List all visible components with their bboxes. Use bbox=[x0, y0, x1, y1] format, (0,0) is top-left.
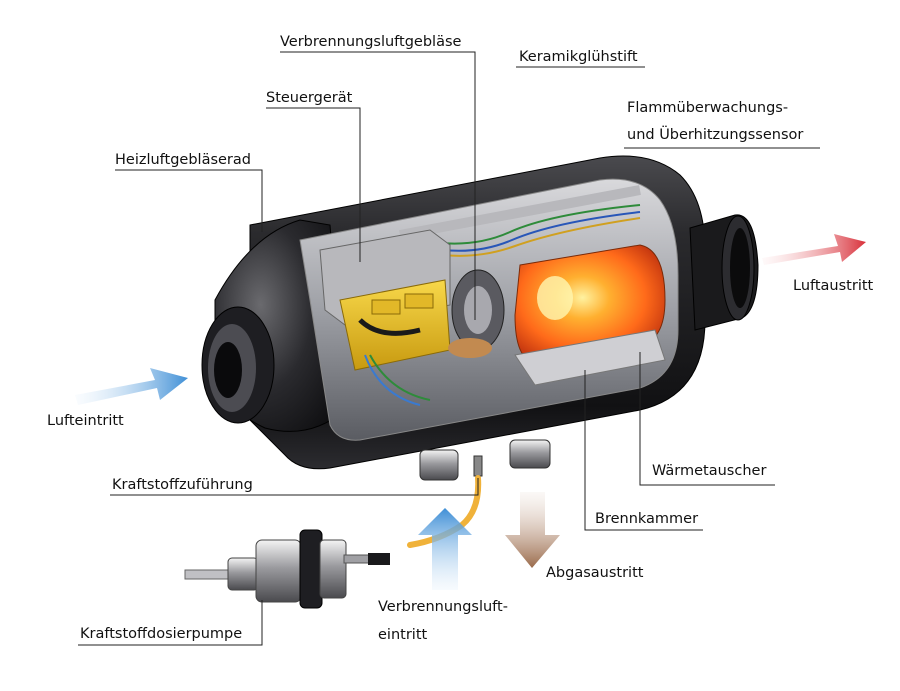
leader-kraftstoffzufuehrung bbox=[110, 478, 479, 496]
combustion-air-inlet-arrow bbox=[418, 508, 472, 590]
label-luftaustritt: Luftaustritt bbox=[793, 278, 874, 294]
leader-brennkammer bbox=[584, 370, 703, 531]
label-verbrennungsluftgeblaese: Verbrennungsluftgebläse bbox=[280, 34, 462, 50]
exhaust-outlet-arrow bbox=[505, 492, 560, 568]
leader-steuergeraet bbox=[266, 107, 361, 262]
label-keramikgluehstift: Keramikglühstift bbox=[519, 49, 638, 65]
label-kraftstoffdosierpumpe: Kraftstoffdosierpumpe bbox=[80, 626, 242, 642]
control-unit bbox=[319, 229, 451, 406]
leader-verbrennungsluftgeblaese bbox=[280, 51, 476, 320]
label-waermetauscher: Wärmetauscher bbox=[652, 463, 766, 479]
leader-waermetauscher bbox=[639, 352, 775, 486]
air-outlet-collar bbox=[689, 214, 759, 331]
label-lufteintritt: Lufteintritt bbox=[47, 413, 124, 429]
label-verbrennungsluft-line1: Verbrennungsluft- bbox=[378, 599, 508, 615]
label-kraftstoffzufuehrung: Kraftstoffzuführung bbox=[112, 477, 253, 493]
label-heizluftgeblaeserad: Heizluftgebläserad bbox=[115, 152, 251, 168]
combustion-air-blower bbox=[448, 269, 505, 358]
fuel-metering-pump bbox=[184, 529, 390, 609]
air-outlet-arrow bbox=[762, 234, 866, 265]
label-verbrennungsluft-line2: eintritt bbox=[378, 627, 428, 643]
leader-lines bbox=[78, 51, 820, 646]
label-brennkammer: Brennkammer bbox=[595, 511, 698, 527]
label-abgasaustritt: Abgasaustritt bbox=[546, 565, 644, 581]
leader-heizluftgeblaeserad bbox=[115, 169, 263, 232]
label-steuergeraet: Steuergerät bbox=[266, 90, 353, 106]
bottom-fittings bbox=[419, 439, 551, 481]
leader-kraftstoffdosierpumpe bbox=[78, 600, 263, 646]
label-flammueberwachung-line2: und Überhitzungssensor bbox=[627, 125, 803, 143]
air-inlet-arrow bbox=[75, 368, 188, 405]
label-flammueberwachung-line1: Flammüberwachungs- bbox=[627, 100, 788, 116]
heater-assembly bbox=[201, 155, 759, 481]
combustion-chamber bbox=[514, 244, 666, 386]
